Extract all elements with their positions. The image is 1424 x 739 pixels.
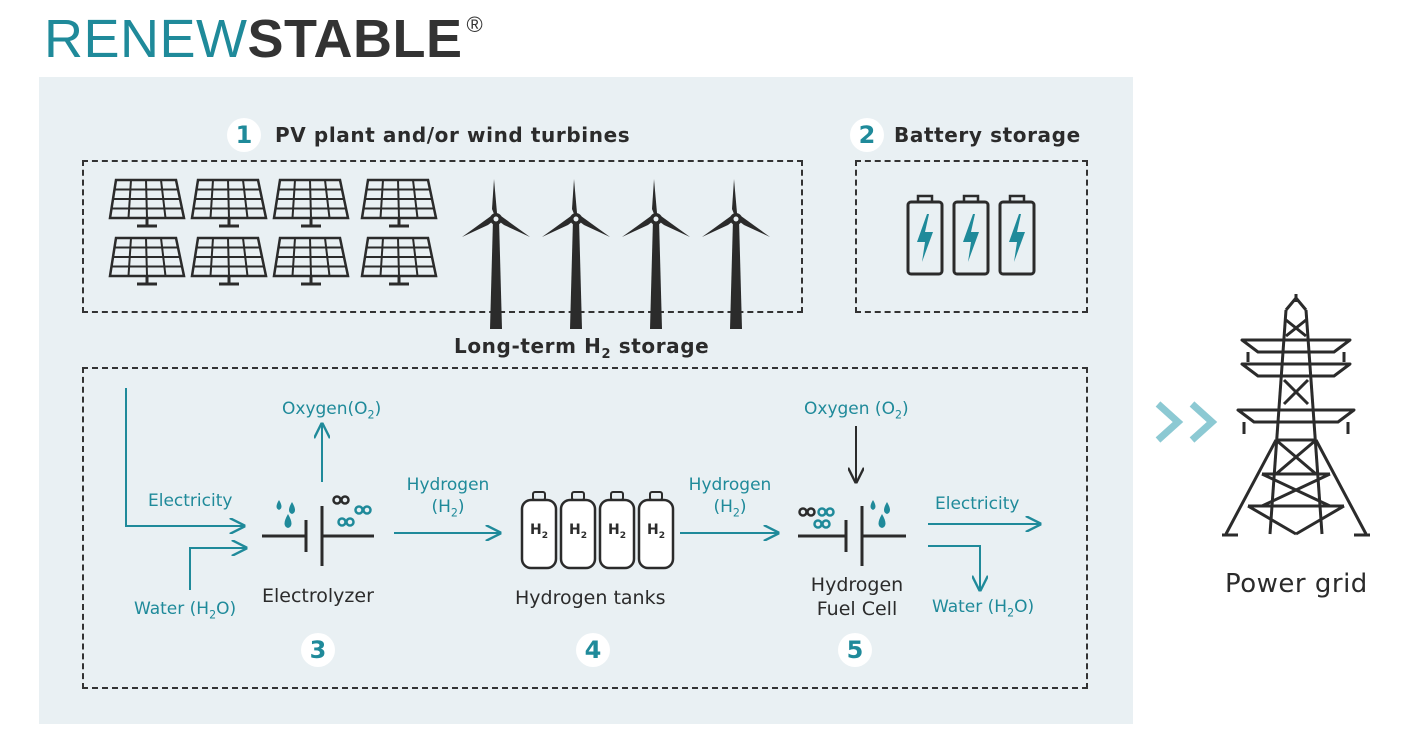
tank-label: H2 bbox=[600, 522, 634, 541]
electricity-input-label: Electricity bbox=[148, 491, 233, 511]
wind-turbine-icon bbox=[622, 179, 690, 329]
system-panel bbox=[39, 77, 1133, 724]
hydrogen-1-sub: 2 bbox=[450, 506, 458, 520]
wind-turbine-icon bbox=[462, 179, 530, 329]
tank-label-sub: 2 bbox=[619, 530, 627, 541]
tank-label-sub: 2 bbox=[658, 530, 666, 541]
oxygen-in-prefix: Oxygen (O bbox=[804, 399, 895, 419]
electricity-output-label: Electricity bbox=[935, 494, 1020, 514]
solar-panel-icon bbox=[108, 178, 186, 228]
solar-panel-icon bbox=[190, 236, 268, 286]
water-out-sub: 2 bbox=[1007, 606, 1015, 620]
oxygen-in-suffix: ) bbox=[901, 399, 909, 419]
h2-title-sub: 2 bbox=[601, 347, 612, 362]
water-output-label: Water (H2O) bbox=[932, 596, 1034, 621]
battery-icon bbox=[952, 194, 990, 276]
hydrogen-2-prefix: (H bbox=[713, 497, 733, 518]
solar-panel-icon bbox=[272, 236, 350, 286]
oxygen-out-suffix: ) bbox=[374, 399, 382, 419]
hydrogen-tanks-label: Hydrogen tanks bbox=[515, 587, 666, 609]
hydrogen-1-line2: (H2) bbox=[398, 496, 498, 521]
chevron-right-icon bbox=[1155, 401, 1218, 443]
solar-panel-icon bbox=[360, 236, 438, 286]
tank-label: H2 bbox=[522, 522, 556, 541]
hydrogen-1-suffix: ) bbox=[457, 497, 465, 518]
water-output-arrow bbox=[928, 545, 980, 590]
hydrogen-2-suffix: ) bbox=[739, 497, 747, 518]
water-input-arrow bbox=[189, 548, 246, 590]
oxygen-out-prefix: Oxygen(O bbox=[282, 399, 368, 419]
water-in-sub: 2 bbox=[209, 608, 217, 622]
fuel-cell-number: 5 bbox=[838, 633, 872, 667]
tank-label-sub: 2 bbox=[580, 530, 588, 541]
water-out-prefix: Water (H bbox=[932, 597, 1008, 617]
section-1-title: PV plant and/or wind turbines bbox=[275, 123, 631, 147]
water-out-suffix: O) bbox=[1014, 597, 1035, 617]
hydrogen-2-line2: (H2) bbox=[680, 496, 780, 521]
water-in-prefix: Water (H bbox=[134, 599, 210, 619]
solar-panel-icon bbox=[360, 178, 438, 228]
tank-label: H2 bbox=[561, 522, 595, 541]
h2-storage-title: Long-term H2 storage bbox=[454, 334, 709, 362]
power-tower-icon bbox=[1222, 294, 1370, 537]
oxygen-out-sub: 2 bbox=[367, 408, 375, 422]
section-2-title: Battery storage bbox=[894, 123, 1081, 147]
solar-panel-icon bbox=[272, 178, 350, 228]
section-1-number: 1 bbox=[227, 118, 261, 152]
water-in-suffix: O) bbox=[216, 599, 237, 619]
section-2-number: 2 bbox=[850, 118, 884, 152]
tank-label-text: H bbox=[646, 522, 659, 538]
power-grid-label: Power grid bbox=[1225, 569, 1368, 599]
oxygen-in-sub: 2 bbox=[894, 408, 902, 422]
wind-turbine-icon bbox=[702, 179, 770, 329]
battery-icon bbox=[906, 194, 944, 276]
fuel-cell-label-line1: Hydrogen bbox=[810, 574, 904, 596]
oxygen-input-label: Oxygen (O2) bbox=[804, 398, 909, 423]
tank-label-text: H bbox=[607, 522, 620, 538]
registered-mark: ® bbox=[466, 12, 484, 37]
hydrogen-label-1: Hydrogen(H2) bbox=[398, 474, 498, 521]
wind-turbine-icon bbox=[542, 179, 610, 329]
tanks-number: 4 bbox=[576, 633, 610, 667]
h2-title-prefix: Long-term H bbox=[454, 334, 602, 358]
h2-storage-box bbox=[82, 367, 1088, 689]
battery-icon bbox=[998, 194, 1036, 276]
tank-label-sub: 2 bbox=[541, 530, 549, 541]
logo-part-stable: STABLE bbox=[247, 9, 463, 69]
hydrogen-1-prefix: (H bbox=[431, 497, 451, 518]
fuel-cell-label-line2: Fuel Cell bbox=[816, 597, 898, 620]
battery-box bbox=[855, 160, 1088, 313]
generation-box bbox=[82, 160, 803, 313]
water-input-label: Water (H2O) bbox=[134, 598, 236, 623]
electrolyzer-label: Electrolyzer bbox=[262, 585, 374, 607]
logo-part-renew: RENEW bbox=[44, 9, 248, 69]
h2-title-suffix: storage bbox=[611, 334, 710, 358]
solar-panel-icon bbox=[108, 236, 186, 286]
tank-label-text: H bbox=[568, 522, 581, 538]
hydrogen-1-line1: Hydrogen bbox=[406, 475, 490, 495]
brand-logo: RENEWSTABLE® bbox=[44, 12, 483, 66]
tank-label: H2 bbox=[639, 522, 673, 541]
hydrogen-label-2: Hydrogen(H2) bbox=[680, 474, 780, 521]
electrolyzer-number: 3 bbox=[301, 633, 335, 667]
tank-label-text: H bbox=[529, 522, 542, 538]
hydrogen-2-sub: 2 bbox=[732, 506, 740, 520]
electrolyzer-icon bbox=[262, 495, 374, 566]
oxygen-output-label: Oxygen(O2) bbox=[282, 398, 381, 423]
electricity-input-arrow bbox=[125, 388, 244, 526]
hydrogen-2-line1: Hydrogen bbox=[688, 475, 772, 495]
fuel-cell-icon bbox=[798, 500, 906, 566]
solar-panel-icon bbox=[190, 178, 268, 228]
